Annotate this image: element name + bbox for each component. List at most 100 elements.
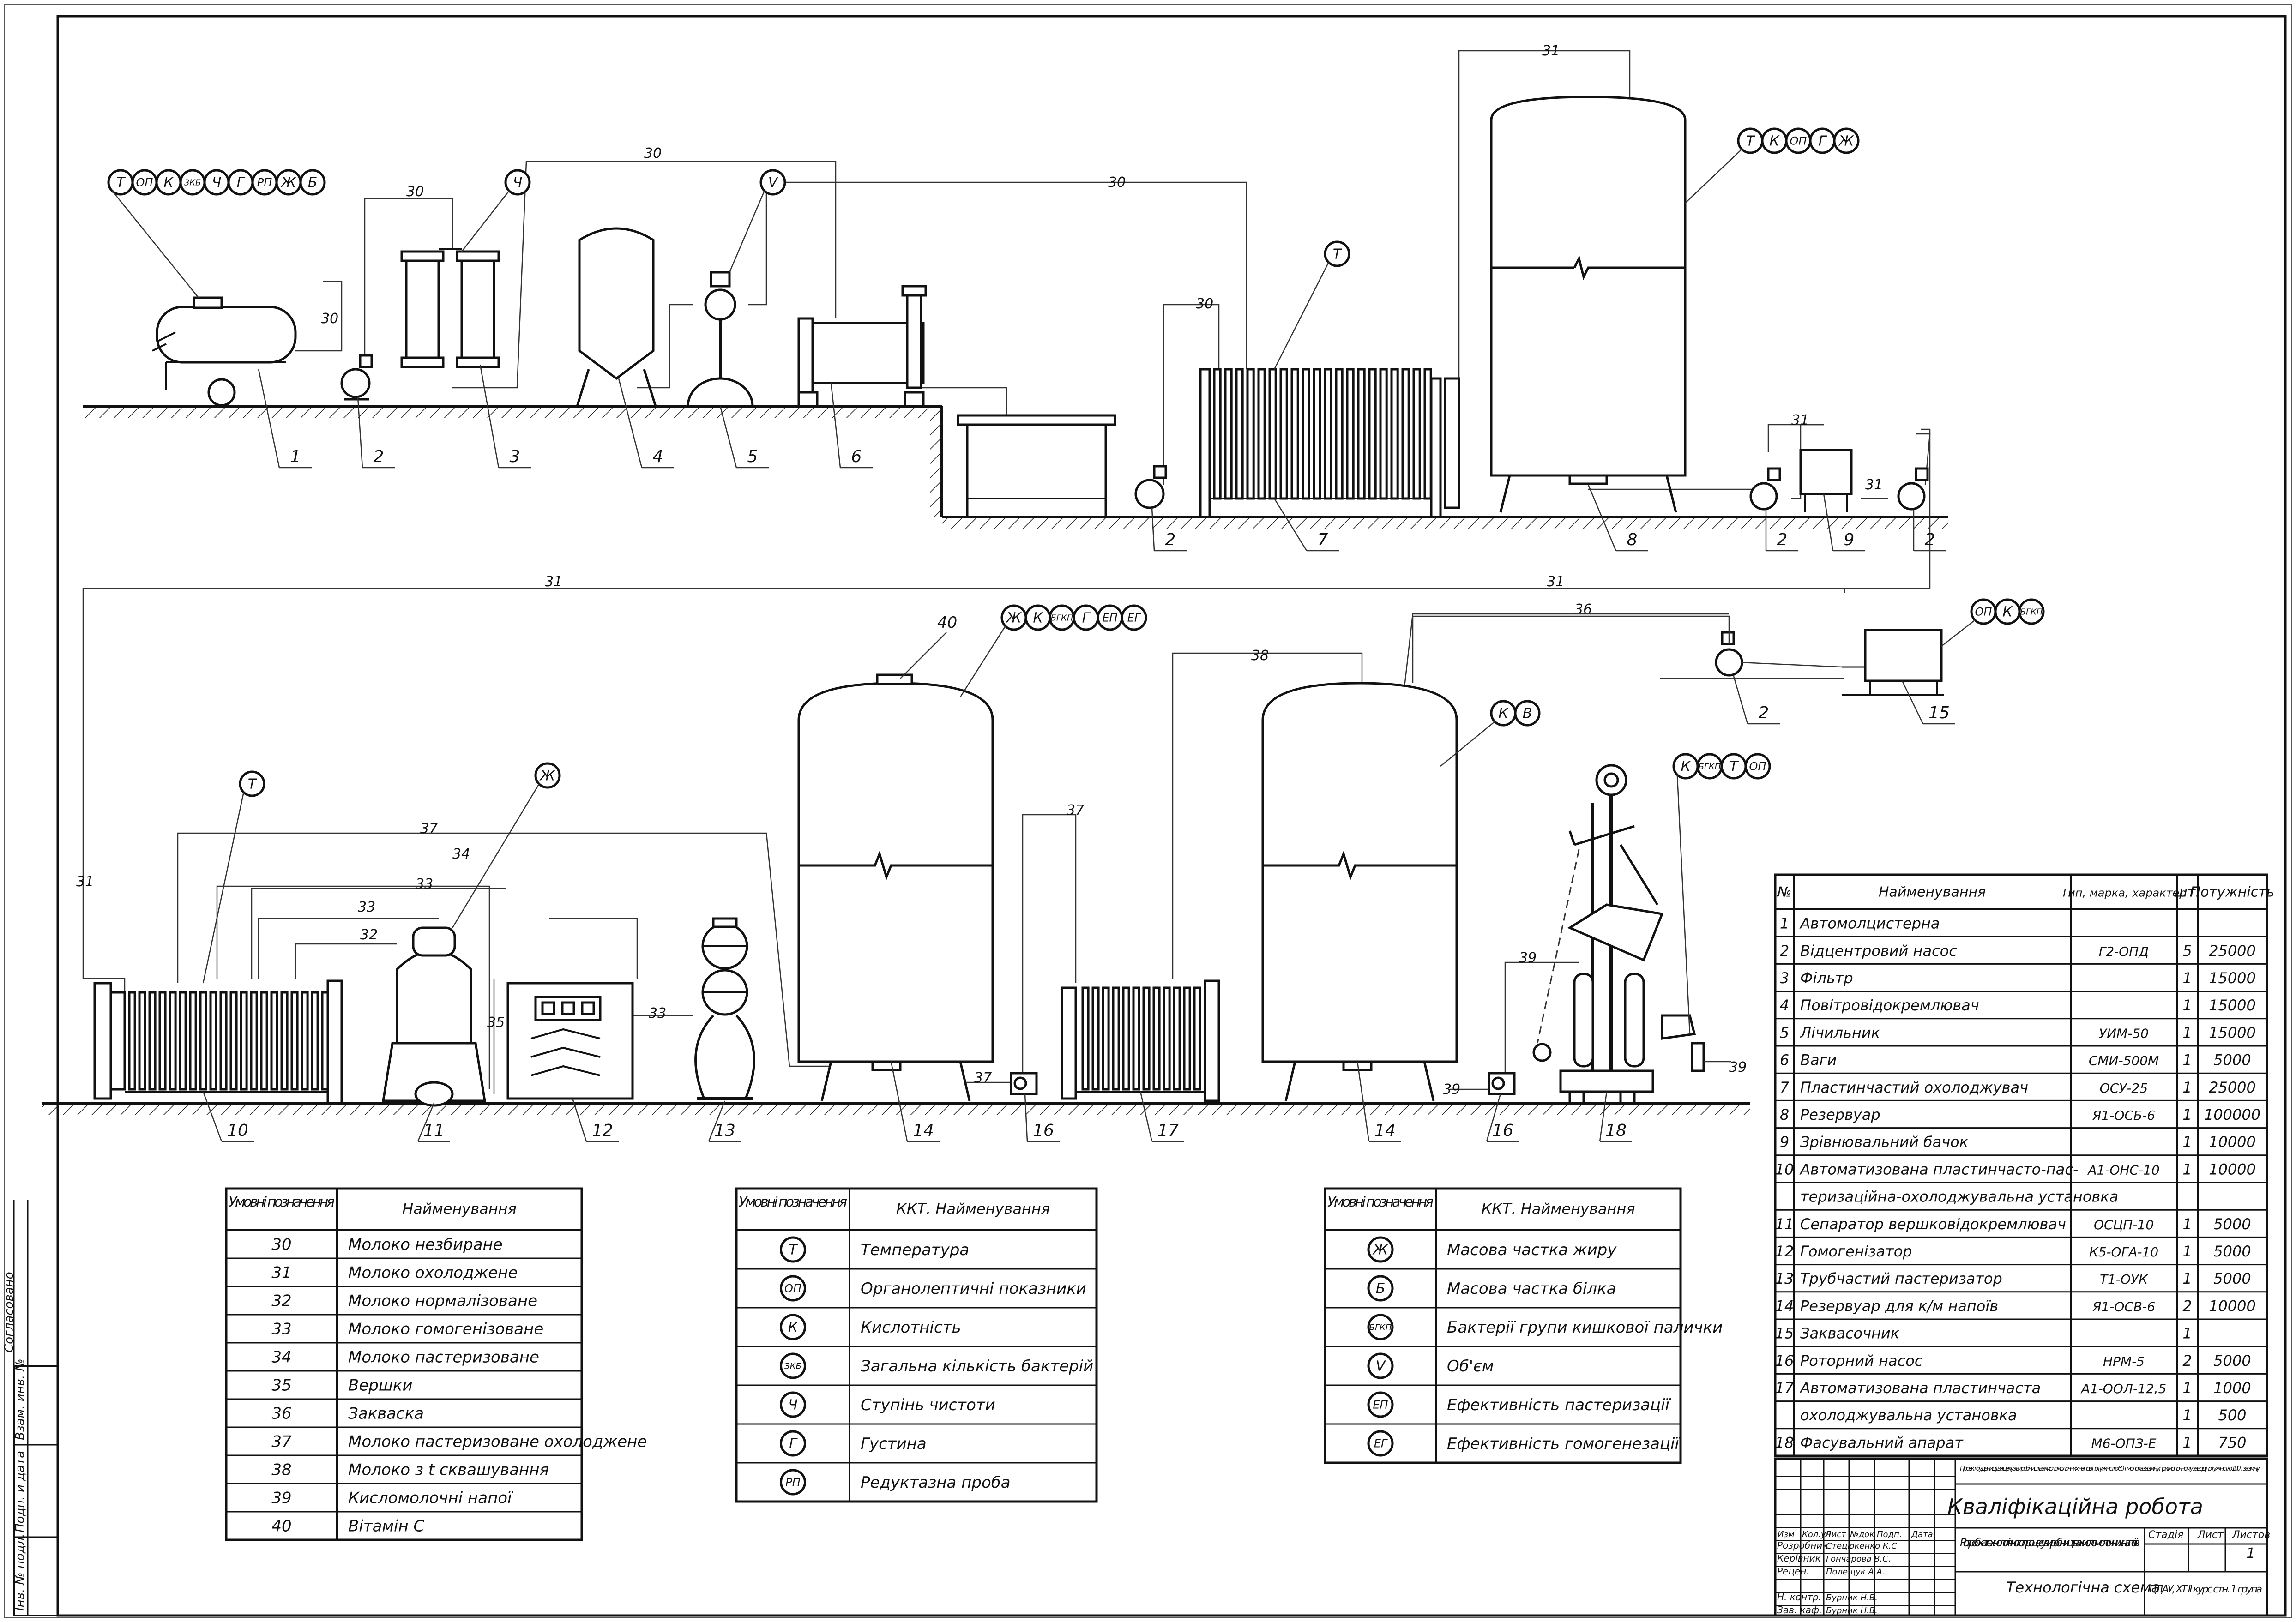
spec-cell: 25000 xyxy=(2209,942,2256,960)
side-stamp: Інв. № подл. Подп. и дата Взам. инв. № С… xyxy=(2,1200,59,1616)
spec-cell: А1-ООЛ-12,5 xyxy=(2080,1381,2167,1396)
control-code: Г xyxy=(1819,133,1827,150)
legend-products-name: Молоко нормалізоване xyxy=(348,1292,537,1310)
centrifugal-pump-3 xyxy=(1749,467,1781,511)
spec-cell: 10000 xyxy=(2209,1160,2256,1178)
position-number-12: 12 xyxy=(592,1121,613,1140)
spec-cell: 1 xyxy=(2182,1406,2192,1424)
legend-kkt2-header: Умовні позначення xyxy=(1327,1194,1434,1210)
position-number-16: 16 xyxy=(1033,1121,1054,1140)
spec-name: Автоматизована пластинчаста xyxy=(1799,1379,2041,1397)
spec-cell: 2 xyxy=(1780,942,1789,960)
position-number-9: 9 xyxy=(1844,530,1855,549)
control-circle xyxy=(504,169,531,196)
control-code: БГКП xyxy=(1699,762,1721,771)
legend-kkt1-code: К xyxy=(788,1320,799,1336)
spec-cell: 10000 xyxy=(2209,1297,2256,1315)
legend-products-name: Вітамін С xyxy=(348,1517,425,1536)
spec-name: Резервуар xyxy=(1800,1106,1880,1123)
title-sheets-value: 1 xyxy=(2246,1545,2255,1562)
spec-name: Фільтр xyxy=(1800,969,1853,987)
title-col: Дата xyxy=(1911,1530,1933,1539)
title-sheet-name: Технологічна схема xyxy=(2006,1579,2160,1596)
line-label-36: 36 xyxy=(1574,601,1592,618)
spec-cell: 17 xyxy=(1775,1379,1794,1397)
spec-cell: СМИ-500М xyxy=(2089,1053,2159,1069)
position-number-2: 2 xyxy=(1777,530,1788,549)
control-code: К xyxy=(1769,133,1780,150)
legend-products-name: Молоко охолоджене xyxy=(348,1264,518,1282)
spec-header: Потужність xyxy=(2190,884,2275,901)
control-code: К xyxy=(1498,706,1509,722)
legend-kkt2-code: Ж xyxy=(1372,1242,1389,1258)
drawing-frame xyxy=(56,15,2287,1617)
legend-products-code: 37 xyxy=(271,1433,292,1451)
line-label-37-c: 37 xyxy=(1067,802,1084,818)
control-code: ЕГ xyxy=(1127,611,1141,624)
spec-cell: 5000 xyxy=(2213,1215,2251,1233)
spec-cell: 3 xyxy=(1780,969,1789,987)
spec-name: теризаційна-охолоджувальна установка xyxy=(1800,1188,2118,1206)
spec-cell: К5-ОГА-10 xyxy=(2089,1244,2158,1260)
legend-products-name: Кисломолочні напої xyxy=(348,1489,513,1508)
control-circle xyxy=(1121,604,1147,631)
scales xyxy=(797,285,927,408)
spec-cell: 15000 xyxy=(2209,969,2256,987)
legend-products-name: Молоко незбиране xyxy=(348,1236,503,1254)
plate-cooler xyxy=(1199,368,1460,518)
legend-kkt1-name: Густина xyxy=(861,1435,927,1453)
position-number-17: 17 xyxy=(1157,1121,1179,1140)
spec-cell: 1 xyxy=(2182,1325,2192,1342)
control-code: Ч xyxy=(513,175,523,191)
control-circle xyxy=(1833,127,1860,154)
rotary-pump-2 xyxy=(1488,1072,1516,1095)
legend-kkt2-name: Об'єм xyxy=(1447,1357,1494,1376)
position-number-2: 2 xyxy=(1925,530,1935,549)
control-code: Т xyxy=(248,776,258,793)
title-person: Гончарова В.С. xyxy=(1826,1554,1891,1564)
position-number-2: 2 xyxy=(1759,703,1769,722)
spec-cell: 6 xyxy=(1780,1051,1789,1069)
title-stage: Стадія xyxy=(2148,1529,2183,1541)
legend-kkt2-code: Б xyxy=(1376,1281,1386,1297)
spec-cell: 100000 xyxy=(2204,1106,2260,1123)
legend-kkt2-code: ЕП xyxy=(1373,1398,1388,1411)
control-circle xyxy=(1744,753,1771,780)
control-code: ОП xyxy=(1790,134,1807,147)
spec-cell: 1000 xyxy=(2213,1379,2251,1397)
control-code: Г xyxy=(1082,610,1091,626)
legend-kkt1-code: Г xyxy=(789,1436,798,1452)
spec-cell: 2 xyxy=(2182,1352,2192,1370)
control-code: В xyxy=(1523,706,1532,722)
spec-cell: НРМ-5 xyxy=(2103,1354,2145,1369)
line-label-37-b: 37 xyxy=(974,1070,992,1086)
control-code: Б xyxy=(308,175,318,191)
position-number-2: 2 xyxy=(1165,530,1176,549)
legend-products-name: Молоко з t сквашування xyxy=(348,1461,549,1479)
spec-cell: Т1-ОУК xyxy=(2100,1272,2148,1287)
line-label-33-c: 33 xyxy=(649,1005,666,1021)
control-code: РП xyxy=(257,176,272,189)
title-work: Кваліфікаційна робота xyxy=(1947,1494,2203,1519)
position-number-14: 14 xyxy=(1374,1121,1396,1140)
line-label-33-b: 33 xyxy=(358,899,375,915)
spec-cell: 12 xyxy=(1775,1243,1794,1260)
control-circle xyxy=(1324,240,1350,267)
line-label-38: 38 xyxy=(1251,648,1269,664)
legend-kkt2-name: Ефективність пастеризації xyxy=(1447,1396,1671,1414)
legend-kkt2-code: V xyxy=(1376,1358,1386,1375)
title-sheets: Листов xyxy=(2232,1529,2270,1541)
line-label-37-a: 37 xyxy=(420,821,438,837)
position-number-6: 6 xyxy=(851,447,862,466)
line-label-31-e: 31 xyxy=(1547,574,1564,590)
tubular-pasteurizer xyxy=(694,917,755,1100)
spec-cell: 1 xyxy=(2182,1133,2192,1151)
line-label-34: 34 xyxy=(452,846,470,862)
control-code: К xyxy=(1033,610,1043,626)
title-topic: Розробка технологічного процесу виробниц… xyxy=(1960,1536,2140,1549)
spec-cell: 1 xyxy=(2182,1243,2192,1260)
title-block: Проект будівництва цеху з виробництва ки… xyxy=(1774,1457,2270,1617)
rotary-pump-1 xyxy=(1010,1072,1038,1095)
